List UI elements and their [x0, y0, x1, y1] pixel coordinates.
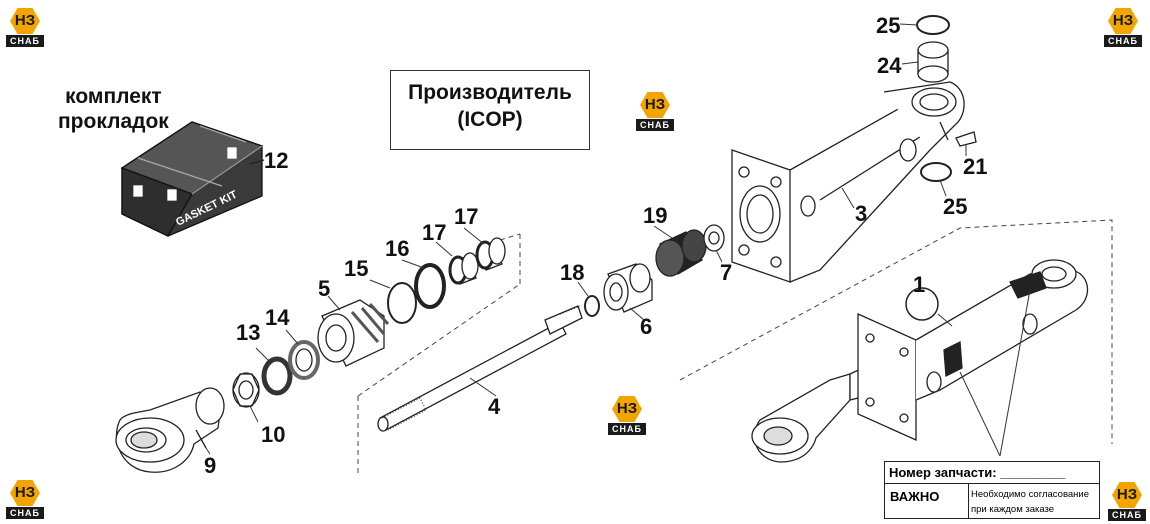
- callout-1: 1: [913, 272, 926, 297]
- grease-nipple: [955, 131, 977, 147]
- callout-5: 5: [318, 276, 331, 301]
- logo-top-text: НЗ: [1112, 12, 1134, 29]
- brand-logo: НЗ СНАБ: [636, 92, 674, 132]
- o-ring-15: [387, 282, 417, 324]
- logo-top-text: НЗ: [14, 484, 36, 501]
- logo-bottom-text: СНАБ: [608, 423, 646, 435]
- guide-ring-19: [655, 229, 707, 277]
- callout-14: 14: [265, 305, 290, 330]
- important-label: ВАЖНО: [885, 484, 969, 518]
- lock-nut: [232, 372, 260, 408]
- callout-15: 15: [344, 256, 369, 281]
- snap-ring-18: [584, 295, 600, 317]
- logo-hex-icon: [640, 92, 670, 118]
- logo-top-text: НЗ: [1116, 486, 1138, 503]
- callout-9: 9: [204, 453, 217, 478]
- manufacturer-line2: (ICOP): [457, 108, 523, 131]
- gasket-kit-label-line1: комплект: [65, 85, 162, 108]
- callout-25-top: 25: [876, 13, 901, 38]
- manufacturer-line1: Производитель: [408, 81, 572, 104]
- seal-ring-13: [261, 356, 293, 396]
- back-up-ring-16: [414, 263, 446, 309]
- logo-hex-icon: [1112, 482, 1142, 508]
- brand-logo: НЗ СНАБ: [1108, 482, 1146, 522]
- rod-eye-end: [115, 387, 225, 473]
- callout-10: 10: [261, 422, 286, 447]
- callout-13: 13: [236, 320, 261, 345]
- callout-19: 19: [643, 203, 668, 228]
- dashed-guide-lines: [357, 219, 1113, 474]
- bushing-24: [917, 41, 949, 83]
- callout-16: 16: [385, 236, 410, 261]
- order-note-line2: при каждом заказе: [971, 504, 1055, 515]
- callout-18: 18: [560, 260, 585, 285]
- logo-top-text: НЗ: [644, 96, 666, 113]
- logo-top-text: НЗ: [14, 12, 36, 29]
- retaining-ring-25-bottom: [920, 162, 952, 182]
- logo-bottom-text: СНАБ: [636, 119, 674, 131]
- brand-logo: НЗ СНАБ: [608, 396, 646, 436]
- callout-17b: 17: [454, 204, 479, 229]
- piston-rod: [377, 305, 583, 432]
- callout-3: 3: [855, 201, 868, 226]
- logo-bottom-text: СНАБ: [6, 507, 44, 519]
- cylinder-gland: [317, 299, 390, 367]
- leader-lines: [205, 23, 1031, 457]
- logo-top-text: НЗ: [616, 400, 638, 417]
- brand-logo: НЗ СНАБ: [1104, 8, 1142, 48]
- part-number-label: Номер запчасти: _________: [885, 462, 1099, 484]
- piston: [603, 263, 653, 313]
- callout-4: 4: [488, 394, 501, 419]
- manufacturer-box: Производитель (ICOP): [390, 70, 590, 150]
- callout-7: 7: [720, 260, 733, 285]
- wear-ring-17b: [475, 237, 506, 271]
- logo-bottom-text: СНАБ: [6, 35, 44, 47]
- callout-17a: 17: [422, 220, 447, 245]
- order-note-line1: Необходимо согласование: [971, 489, 1089, 500]
- part-number-table: Номер запчасти: _________ ВАЖНО Необходи…: [884, 461, 1100, 519]
- callout-21: 21: [963, 154, 988, 179]
- callout-24: 24: [877, 53, 902, 78]
- wear-ring-17a: [448, 252, 479, 285]
- gasket-kit-box: GASKET KIT: [120, 121, 265, 237]
- brand-logo: НЗ СНАБ: [6, 8, 44, 48]
- piston-nut: [703, 224, 725, 252]
- assembled-cylinder: [751, 259, 1089, 463]
- order-note: Необходимо согласование при каждом заказ…: [971, 487, 1099, 517]
- callout-25-bottom: 25: [943, 194, 968, 219]
- logo-bottom-text: СНАБ: [1108, 509, 1146, 521]
- gasket-kit-label-line2: прокладок: [58, 110, 169, 133]
- callout-6: 6: [640, 314, 653, 339]
- callout-12: 12: [264, 148, 289, 173]
- logo-hex-icon: [612, 396, 642, 422]
- logo-bottom-text: СНАБ: [1104, 35, 1142, 47]
- retaining-ring-25-top: [916, 15, 950, 35]
- seal-ring-14: [288, 340, 320, 380]
- gasket-kit-label: комплект прокладок: [58, 84, 169, 134]
- logo-hex-icon: [10, 480, 40, 506]
- brand-logo: НЗ СНАБ: [6, 480, 44, 520]
- cylinder-barrel: [731, 81, 965, 283]
